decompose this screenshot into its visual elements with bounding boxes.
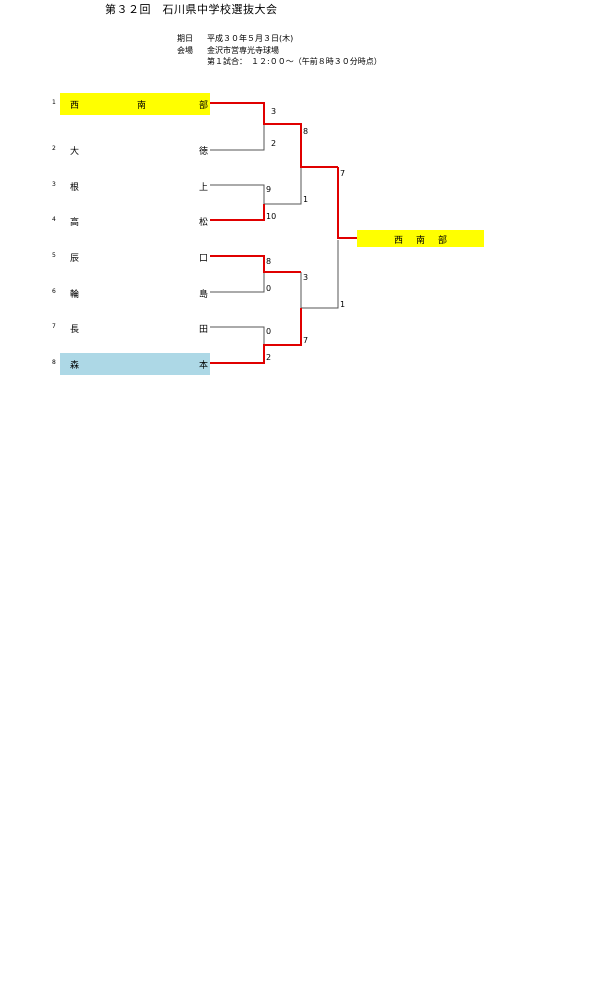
team-name-box: 輪 島 xyxy=(60,282,210,304)
team-row-8: 8 森 本 xyxy=(52,353,210,375)
line-winner-team5 xyxy=(210,255,301,273)
team-char-3: 上 xyxy=(198,183,208,193)
score-r1-team1: 3 xyxy=(271,107,277,116)
line-team2 xyxy=(210,124,265,151)
champion-box: 西 南 部 xyxy=(357,230,484,247)
venue-value: 金沢市営専光寺球場 xyxy=(207,46,279,55)
team-char-3: 口 xyxy=(198,254,208,264)
seed-number: 1 xyxy=(52,99,56,106)
team-char-1: 辰 xyxy=(70,254,80,264)
score-r1-team4: 10 xyxy=(266,212,277,221)
seed-number: 4 xyxy=(52,216,56,223)
score-r2-lower-mid: 3 xyxy=(303,273,309,282)
champion-char-3: 部 xyxy=(438,236,448,246)
line-team7 xyxy=(210,326,265,345)
team-char-2: 南 xyxy=(137,101,147,111)
score-final-bottom: 1 xyxy=(340,300,346,309)
score-r1-team2: 2 xyxy=(271,139,277,148)
venue-label: 会場 xyxy=(177,46,193,55)
score-r1-team3: 9 xyxy=(266,185,272,194)
team-char-1: 輪 xyxy=(70,290,80,300)
team-char-3: 田 xyxy=(198,325,208,335)
team-name-box: 西 南 部 xyxy=(60,93,210,115)
team-char-3: 島 xyxy=(198,290,208,300)
team-name-box: 辰 口 xyxy=(60,246,210,268)
champion-char-1: 西 xyxy=(394,236,404,246)
loser-lines xyxy=(210,124,339,345)
score-r1-team8: 2 xyxy=(266,353,272,362)
team-row-7: 7 長 田 xyxy=(52,317,210,339)
team-name-box: 長 田 xyxy=(60,317,210,339)
team-char-1: 根 xyxy=(70,183,80,193)
score-r1-team5: 8 xyxy=(266,257,272,266)
team-row-4: 4 高 松 xyxy=(52,210,210,232)
team-char-3: 徳 xyxy=(198,147,208,157)
line-winner-team4 xyxy=(210,204,265,221)
bracket-lines xyxy=(210,102,357,364)
score-r1-team6: 0 xyxy=(266,284,272,293)
line-winner-team1 xyxy=(210,102,338,168)
line-team6 xyxy=(210,272,265,293)
team-char-3: 松 xyxy=(198,218,208,228)
team-char-1: 西 xyxy=(70,101,80,111)
team-char-1: 森 xyxy=(70,361,80,371)
score-final-top: 7 xyxy=(340,169,346,178)
champion-char-2: 南 xyxy=(416,236,426,246)
team-name-box: 根 上 xyxy=(60,175,210,197)
team-name-box: 森 本 xyxy=(60,353,210,375)
winner-lines xyxy=(210,102,357,364)
team-row-1: 1 西 南 部 xyxy=(52,93,210,115)
team-name-box: 大 徳 xyxy=(60,139,210,161)
seed-number: 8 xyxy=(52,359,56,366)
team-row-2: 2 大 徳 xyxy=(52,139,210,161)
team-char-1: 大 xyxy=(70,147,80,157)
line-winner-team8 xyxy=(210,308,302,364)
team-char-3: 部 xyxy=(198,101,208,111)
seed-number: 5 xyxy=(52,252,56,259)
score-r2-bottom: 7 xyxy=(303,336,309,345)
line-sf1-loser xyxy=(264,167,302,205)
team-row-6: 6 輪 島 xyxy=(52,282,210,304)
team-char-3: 本 xyxy=(198,361,208,371)
seed-number: 3 xyxy=(52,181,56,188)
date-value: 平成３０年５月３日(木) xyxy=(207,34,294,43)
score-r2-top: 8 xyxy=(303,127,309,136)
match-time: 第１試合： １２:００～（午前８時３０分時点） xyxy=(207,57,382,66)
team-char-1: 高 xyxy=(70,218,80,228)
line-final-loser xyxy=(300,240,339,309)
date-row: 期日 平成３０年５月３日(木) xyxy=(177,34,293,44)
team-row-3: 3 根 上 xyxy=(52,175,210,197)
team-row-5: 5 辰 口 xyxy=(52,246,210,268)
line-team3 xyxy=(210,184,265,204)
team-char-1: 長 xyxy=(70,325,80,335)
team-name-box: 高 松 xyxy=(60,210,210,232)
score-r1-team7: 0 xyxy=(266,327,272,336)
seed-number: 7 xyxy=(52,323,56,330)
line-winner-final xyxy=(337,167,357,239)
venue-row: 会場 金沢市営専光寺球場 xyxy=(177,46,279,56)
date-label: 期日 xyxy=(177,34,193,43)
tournament-title: 第３２回 石川県中学校選抜大会 xyxy=(105,3,278,16)
seed-number: 2 xyxy=(52,145,56,152)
score-r2-upper-mid: 1 xyxy=(303,195,309,204)
seed-number: 6 xyxy=(52,288,56,295)
